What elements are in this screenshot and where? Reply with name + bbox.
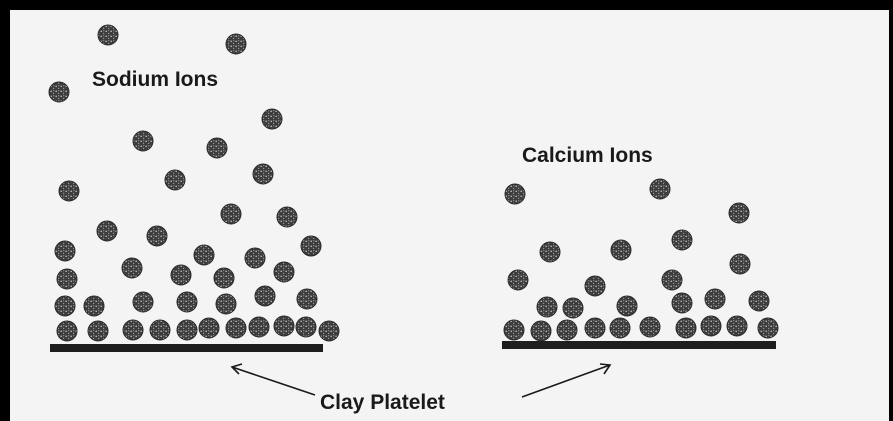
sodium-ion-20 (171, 265, 191, 285)
calcium-ion-16 (749, 291, 769, 311)
sodium-ion-17 (245, 248, 265, 268)
sodium-ion-4 (262, 109, 282, 129)
calcium-ion-7 (730, 254, 750, 274)
sodium-ion-26 (177, 292, 197, 312)
sodium-ion-24 (84, 296, 104, 316)
sodium-ion-10 (97, 221, 117, 241)
diagram-frame: Sodium Ions Calcium Ions Clay Platelet (10, 10, 889, 421)
calcium-ion-8 (508, 270, 528, 290)
clay-platelet-right (502, 341, 776, 349)
calcium-ion-19 (557, 320, 577, 340)
sodium-ion-16 (194, 245, 214, 265)
sodium-ion-7 (59, 181, 79, 201)
calcium-ion-4 (540, 242, 560, 262)
sodium-ion-34 (177, 320, 197, 340)
sodium-ion-8 (165, 170, 185, 190)
calcium-ion-3 (729, 203, 749, 223)
calcium-ion-25 (727, 316, 747, 336)
calcium-ion-10 (662, 270, 682, 290)
sodium-ion-22 (274, 262, 294, 282)
calcium-ion-18 (531, 321, 551, 341)
arrow-right-icon (522, 364, 610, 397)
sodium-ion-30 (57, 321, 77, 341)
sodium-ion-12 (221, 204, 241, 224)
calcium-ion-11 (537, 297, 557, 317)
calcium-ion-21 (610, 318, 630, 338)
sodium-ion-15 (55, 241, 75, 261)
sodium-ion-18 (57, 269, 77, 289)
calcium-ion-22 (640, 317, 660, 337)
calcium-ion-6 (672, 230, 692, 250)
calcium-ion-15 (705, 289, 725, 309)
calcium-ion-13 (617, 296, 637, 316)
sodium-ions-label: Sodium Ions (92, 68, 218, 91)
sodium-ion-32 (123, 320, 143, 340)
sodium-ion-38 (274, 316, 294, 336)
sodium-ion-2 (226, 34, 246, 54)
sodium-ion-25 (133, 292, 153, 312)
sodium-ion-1 (98, 25, 118, 45)
ion-diagram: Sodium Ions Calcium Ions Clay Platelet (10, 10, 889, 421)
sodium-ion-40 (319, 321, 339, 341)
clay-platelet-label: Clay Platelet (320, 391, 445, 414)
calcium-ion-12 (563, 298, 583, 318)
calcium-ions-label: Calcium Ions (522, 144, 653, 167)
calcium-ion-23 (676, 318, 696, 338)
calcium-ion-group (504, 179, 778, 341)
sodium-ion-37 (249, 317, 269, 337)
calcium-ion-14 (672, 293, 692, 313)
sodium-ion-14 (301, 236, 321, 256)
arrow-left-icon (232, 364, 315, 395)
clay-platelet-left (50, 344, 323, 352)
sodium-ion-31 (88, 321, 108, 341)
sodium-ion-39 (296, 317, 316, 337)
sodium-ion-33 (150, 320, 170, 340)
sodium-ion-6 (207, 138, 227, 158)
calcium-ion-2 (650, 179, 670, 199)
sodium-ion-9 (253, 164, 273, 184)
sodium-ion-28 (255, 286, 275, 306)
calcium-ion-26 (758, 318, 778, 338)
sodium-ion-21 (214, 268, 234, 288)
sodium-ion-13 (277, 207, 297, 227)
calcium-ion-17 (504, 320, 524, 340)
calcium-ion-9 (585, 276, 605, 296)
calcium-ion-24 (701, 316, 721, 336)
sodium-ion-19 (122, 258, 142, 278)
sodium-ion-23 (55, 296, 75, 316)
calcium-ion-5 (611, 240, 631, 260)
calcium-ion-20 (585, 318, 605, 338)
sodium-ion-27 (216, 294, 236, 314)
sodium-ion-36 (226, 318, 246, 338)
sodium-ion-3 (49, 82, 69, 102)
sodium-ion-29 (297, 289, 317, 309)
calcium-ion-1 (505, 184, 525, 204)
sodium-ion-5 (133, 131, 153, 151)
sodium-ion-35 (199, 318, 219, 338)
sodium-ion-11 (147, 226, 167, 246)
